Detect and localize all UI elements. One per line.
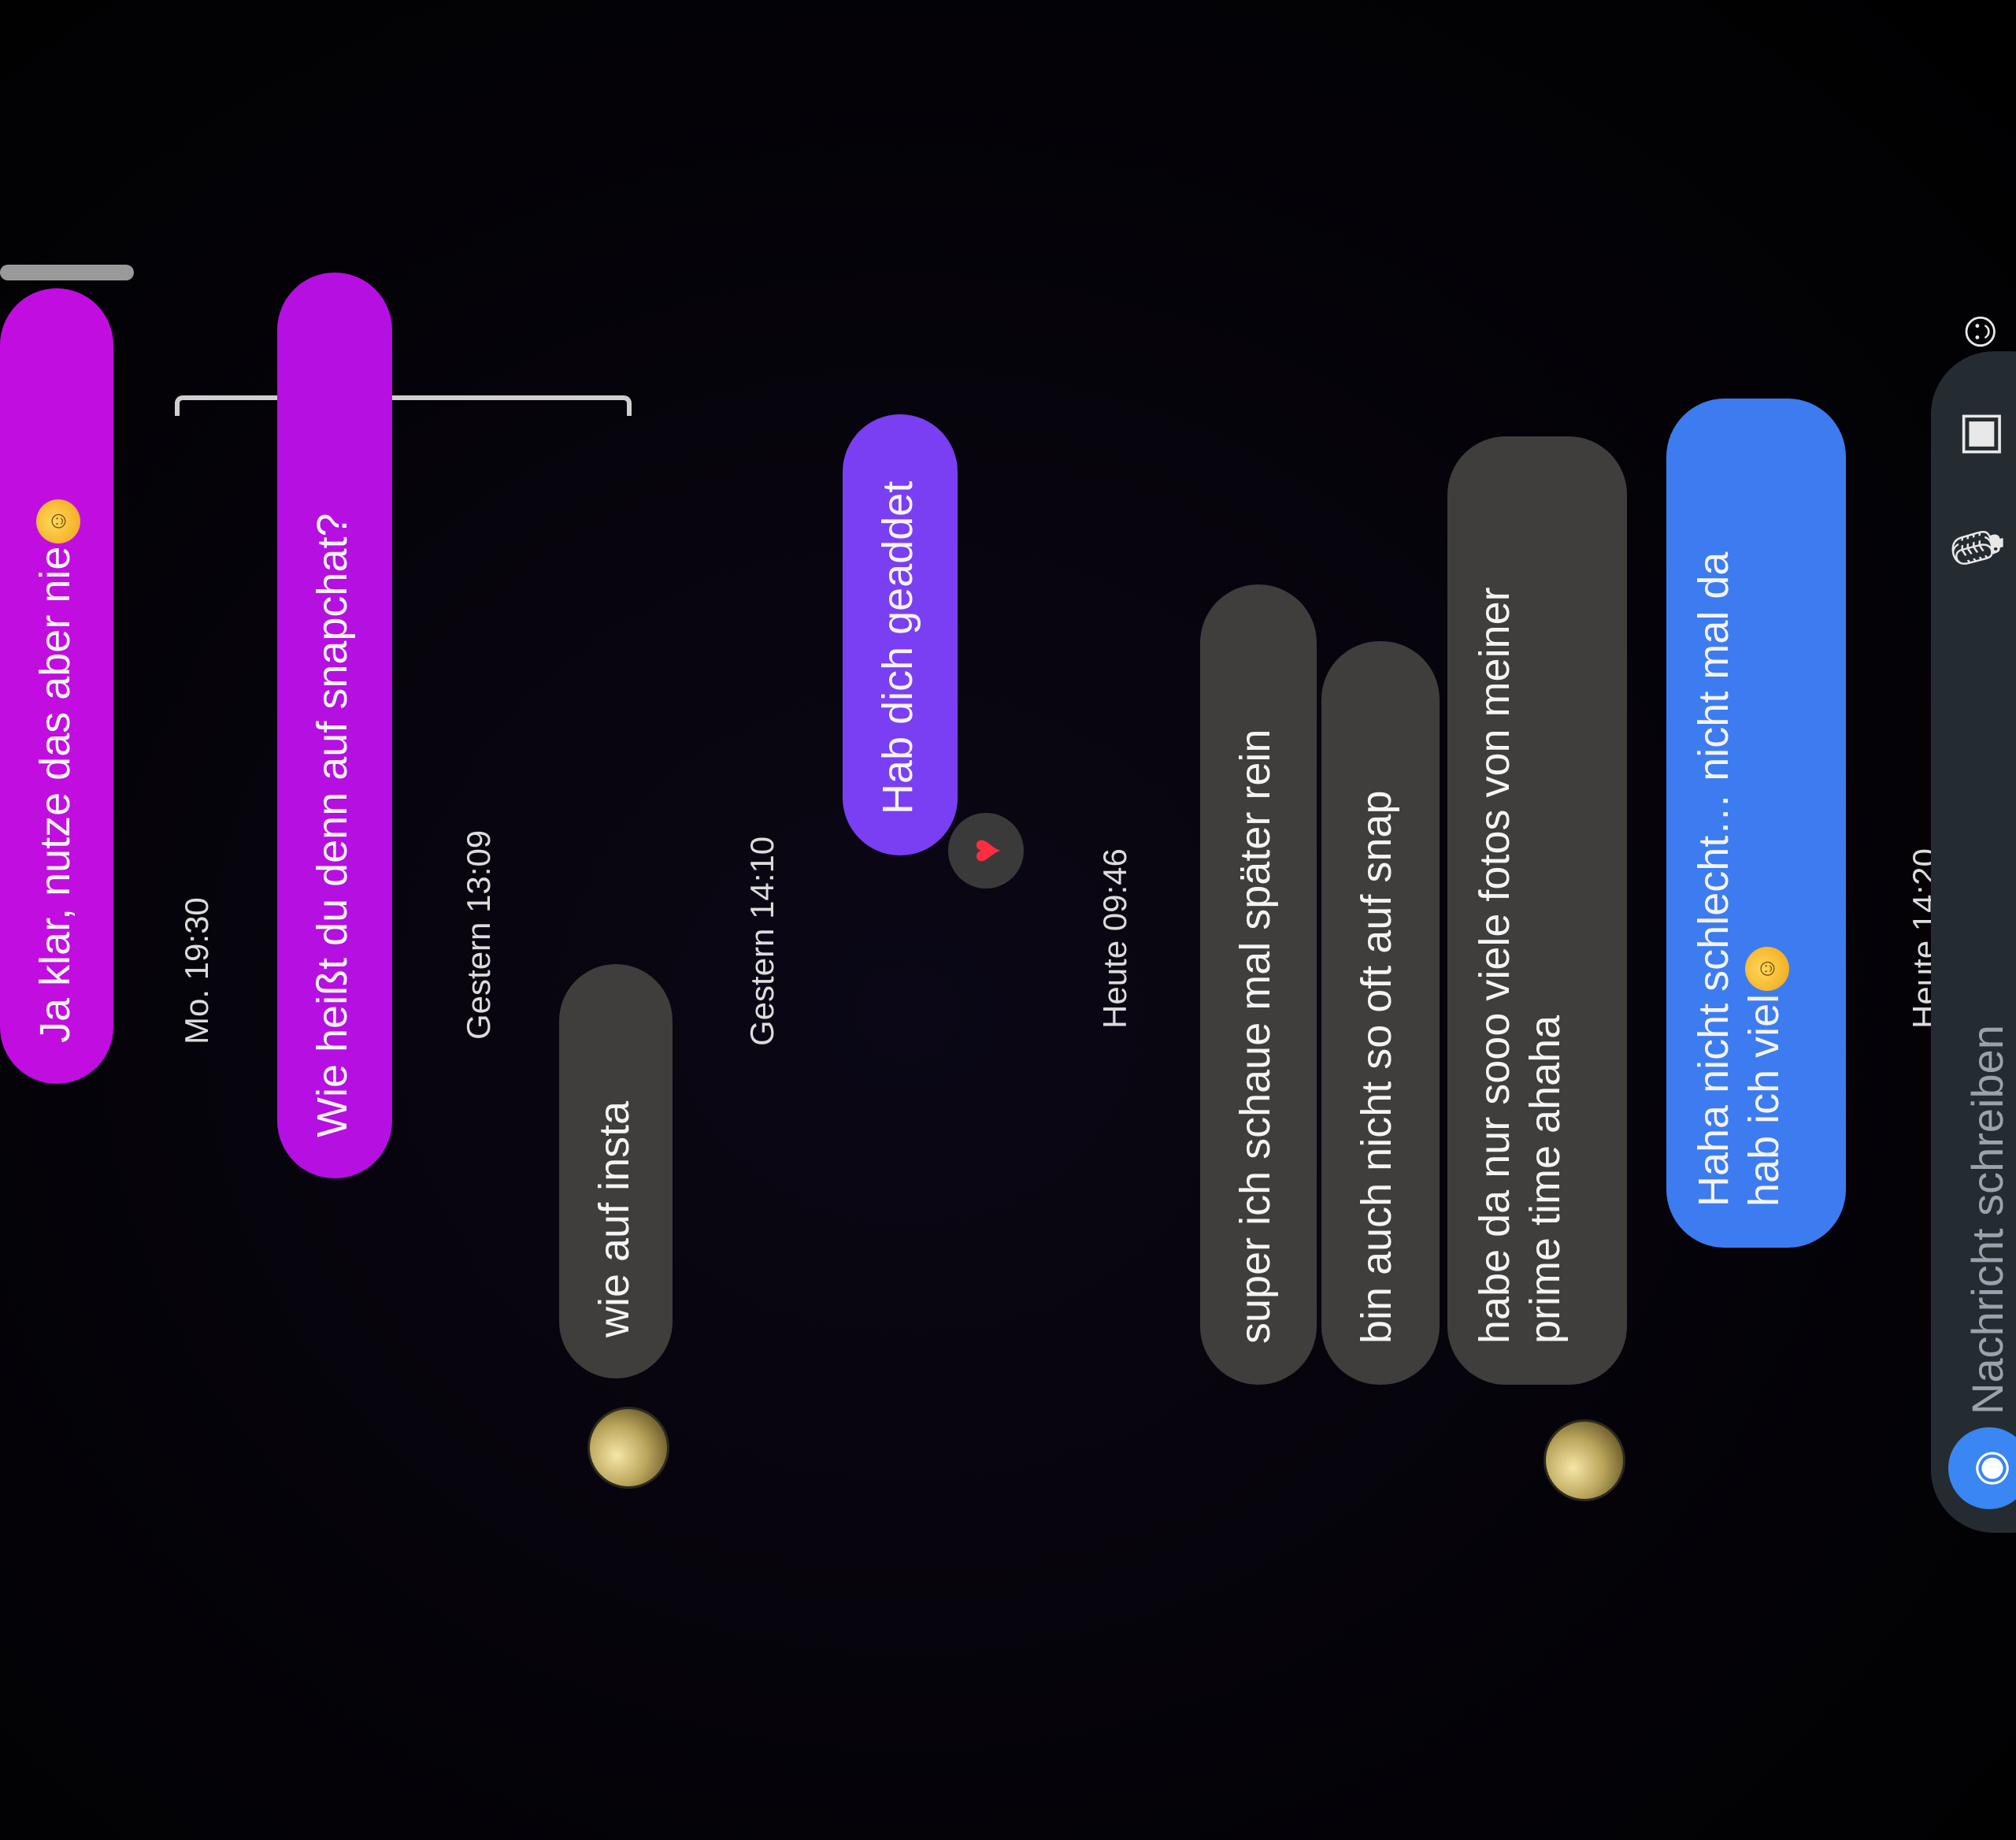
timestamp: Heute 09:46 [1096,848,1133,1029]
message-text-line: Haha nicht schlecht… nicht mal da [1690,551,1737,1207]
message-bubble-incoming[interactable]: wie auf insta [559,964,673,1378]
message-bubble-incoming[interactable]: super ich schaue mal später rein [1200,584,1317,1385]
message-bubble-incoming[interactable]: habe da nur sooo viele fotos von meiner … [1447,436,1627,1385]
message-text: Hab dich geaddet [874,480,921,814]
message-divider [175,395,632,416]
timestamp: Gestern 14:10 [743,836,780,1046]
heart-reaction-icon[interactable]: ♥ [948,813,1024,888]
message-text: Ja klar, nutze das aber nie [32,546,79,1043]
message-bubble-incoming[interactable]: bin auch nicht so oft auf snap [1321,641,1440,1385]
timestamp: Gestern 13:09 [460,829,497,1040]
message-text-line: prime time ahaha [1521,1015,1569,1344]
grinning-sweat-face-emoji-icon: ☺ [1744,946,1789,991]
message-text: wie auf insta [591,1100,638,1337]
message-text-line: hab ich viel [1740,993,1788,1207]
sticker-icon[interactable]: ☺ [1949,306,2006,358]
microphone-icon[interactable]: 🎙 [1949,515,2006,580]
timestamp: Mo. 19:30 [178,897,215,1044]
message-text: Wie heißt du denn auf snapchat? [309,513,356,1137]
reply-bar [0,265,134,280]
message-composer[interactable]: ◉ Nachricht schreiben 🎙 ▣ ☺ [1931,306,2016,1533]
message-text-line: habe da nur sooo viele fotos von meiner [1471,587,1518,1344]
message-bubble-outgoing[interactable]: Ja klar, nutze das aber nie☺ [0,288,113,1084]
message-input[interactable]: Nachricht schreiben [1962,1025,2012,1415]
camera-icon[interactable]: ◉ [1948,1427,2016,1509]
smiling-face-emoji-icon: ☺ [35,499,80,543]
message-bubble-outgoing[interactable]: Wie heißt du denn auf snapchat? [277,273,392,1178]
message-bubble-outgoing[interactable]: Haha nicht schlecht… nicht mal da hab ic… [1666,399,1846,1248]
message-bubble-outgoing[interactable]: Hab dich geaddet [843,414,958,855]
message-text: super ich schaue mal später rein [1232,729,1279,1344]
gallery-icon[interactable]: ▣ [1949,410,2006,458]
contact-avatar[interactable] [1544,1419,1625,1501]
message-text: bin auch nicht so oft auf snap [1353,790,1400,1344]
contact-avatar[interactable] [587,1407,669,1489]
